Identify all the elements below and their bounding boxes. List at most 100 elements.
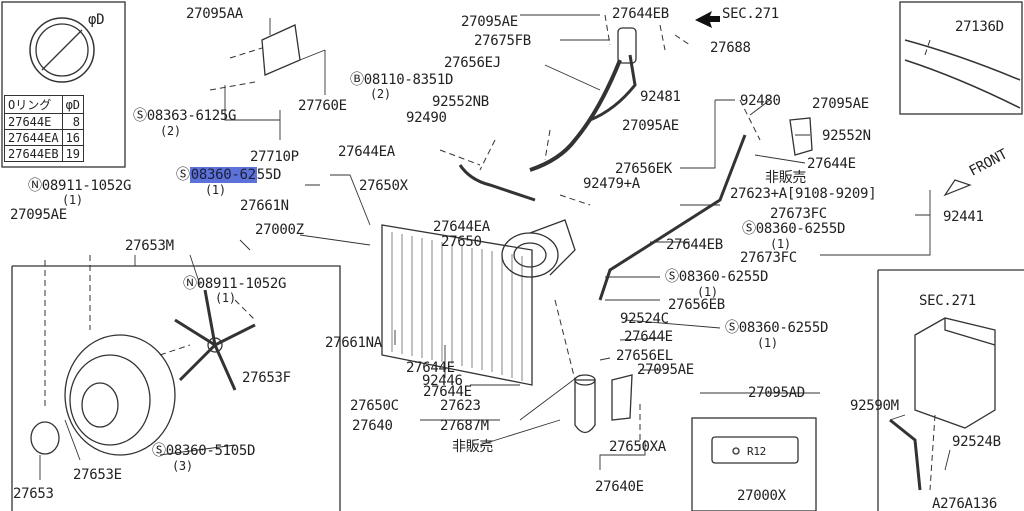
- diameter-label: φD: [88, 12, 105, 28]
- high-pressure-pipe: [598, 134, 747, 301]
- fan-blades: [174, 289, 256, 391]
- oring-size-table: Oリング φD 27644E 8 27644EA 16 27644EB 19: [4, 95, 85, 162]
- screw-s-icon: Ⓢ: [133, 108, 147, 124]
- part-label[interactable]: 92524C: [620, 311, 669, 327]
- table-row: 27644EB 19: [4, 145, 85, 162]
- nut-label[interactable]: Ⓝ08911-1052G: [183, 276, 286, 292]
- bracket: [261, 24, 301, 76]
- part-label[interactable]: 27095AE: [637, 362, 694, 378]
- part-label[interactable]: 92479+A: [583, 176, 640, 192]
- screw-label[interactable]: Ⓢ08363-6125G: [133, 108, 236, 124]
- part-label[interactable]: 27656EJ: [444, 55, 501, 71]
- part-label[interactable]: 27653F: [242, 370, 291, 386]
- part-label[interactable]: 27095AE: [622, 118, 679, 134]
- part-label[interactable]: 27095AE: [10, 207, 67, 223]
- part-label[interactable]: 27095AE: [461, 14, 518, 30]
- part-label[interactable]: 92480: [740, 93, 781, 109]
- part-label[interactable]: 27644E: [807, 156, 856, 172]
- screw-label[interactable]: Ⓢ08360-5105D: [152, 443, 255, 459]
- qty-label: (1): [697, 285, 718, 299]
- part-label[interactable]: 27673FC: [770, 206, 827, 222]
- r12-label-text: R12: [747, 445, 766, 458]
- section-link[interactable]: SEC.271: [722, 6, 779, 22]
- table-cell: 27644E: [4, 113, 63, 130]
- table-cell: 27644EB: [4, 145, 63, 162]
- screw-label[interactable]: Ⓢ08360-6255D: [742, 221, 845, 237]
- screw-label-highlighted[interactable]: Ⓢ08360-6255D: [176, 167, 281, 183]
- nut-n-icon: Ⓝ: [28, 178, 42, 194]
- section-link[interactable]: SEC.271: [919, 293, 976, 309]
- part-label[interactable]: 27656EB: [668, 297, 725, 313]
- part-label[interactable]: 27623+A[9108-9209]: [730, 186, 877, 202]
- part-label[interactable]: 27653: [13, 486, 54, 502]
- part-label[interactable]: 27661NA: [325, 335, 382, 351]
- part-label[interactable]: 27644E: [423, 384, 472, 400]
- part-label[interactable]: 27687M: [440, 418, 489, 434]
- part-label[interactable]: 27656EK: [615, 161, 672, 177]
- table-cell: 16: [61, 129, 85, 146]
- part-label[interactable]: 27095AD: [748, 385, 805, 401]
- screw-part-number: 08360-6255D: [755, 221, 846, 237]
- part-label[interactable]: 27095AA: [186, 6, 243, 22]
- part-label[interactable]: 27656EL: [616, 348, 673, 364]
- fan-motor: [30, 421, 60, 455]
- part-label[interactable]: 27644EB: [612, 6, 669, 22]
- screw-part-number: 08360-5105D: [165, 443, 256, 459]
- qty-label: (1): [770, 237, 791, 251]
- part-label[interactable]: 27640: [352, 418, 393, 434]
- part-label[interactable]: 92490: [406, 110, 447, 126]
- qty-label: (1): [215, 291, 236, 305]
- screw-label[interactable]: Ⓢ08360-6255D: [665, 269, 768, 285]
- part-label[interactable]: 27644EA: [433, 219, 490, 235]
- part-label[interactable]: 27000X: [737, 488, 786, 504]
- pressure-switch: [617, 27, 637, 64]
- suction-hose: [529, 59, 622, 172]
- part-label[interactable]: 27675FB: [474, 33, 531, 49]
- part-label[interactable]: 27644E: [406, 360, 455, 376]
- part-label[interactable]: 27650XA: [609, 439, 666, 455]
- table-cell: 27644EA: [4, 129, 63, 146]
- table-header: φD: [61, 95, 85, 114]
- qty-label: (3): [172, 459, 193, 473]
- nut-label[interactable]: Ⓝ08911-1052G: [28, 178, 131, 194]
- part-label[interactable]: 27661N: [240, 198, 289, 214]
- bolt-label[interactable]: Ⓑ08110-8351D: [350, 72, 453, 88]
- part-label[interactable]: 92446: [422, 373, 463, 389]
- qty-label: (1): [62, 193, 83, 207]
- part-label[interactable]: 92481: [640, 89, 681, 105]
- part-label[interactable]: 92552N: [822, 128, 871, 144]
- screw-s-icon: Ⓢ: [725, 320, 739, 336]
- part-label[interactable]: 27640E: [595, 479, 644, 495]
- screw-s-icon: Ⓢ: [742, 221, 756, 237]
- part-label[interactable]: 92552NB: [432, 94, 489, 110]
- bolt-part-number: 08110-8351D: [363, 72, 454, 88]
- nut-part-number: 08911-1052G: [196, 276, 287, 292]
- front-arrow: [943, 179, 972, 197]
- part-label[interactable]: 27760E: [298, 98, 347, 114]
- part-label[interactable]: 27095AE: [812, 96, 869, 112]
- part-label[interactable]: 27644E: [624, 329, 673, 345]
- screw-label[interactable]: Ⓢ08360-6255D: [725, 320, 828, 336]
- compressor: [501, 232, 559, 278]
- part-label[interactable]: 27650X: [359, 178, 408, 194]
- part-label[interactable]: 27653E: [73, 467, 122, 483]
- part-label[interactable]: 27650C: [350, 398, 399, 414]
- part-label[interactable]: 92590M: [850, 398, 899, 414]
- nut-part-number: 08911-1052G: [41, 178, 132, 194]
- part-label[interactable]: 27650: [441, 234, 482, 250]
- screw-part-number: 08363-6125G: [146, 108, 237, 124]
- part-label[interactable]: 27673FC: [740, 250, 797, 266]
- screw-s-icon: Ⓢ: [176, 167, 190, 183]
- part-label[interactable]: 27688: [710, 40, 751, 56]
- part-label[interactable]: 92441: [943, 209, 984, 225]
- part-label[interactable]: 27653M: [125, 238, 174, 254]
- part-label[interactable]: 27136D: [955, 19, 1004, 35]
- part-label[interactable]: 92524B: [952, 434, 1001, 450]
- part-label[interactable]: 27623: [440, 398, 481, 414]
- part-label[interactable]: 27710P: [250, 149, 299, 165]
- part-label[interactable]: 27644EA: [338, 144, 395, 160]
- part-label[interactable]: 27000Z: [255, 222, 304, 238]
- screw-s-icon: Ⓢ: [665, 269, 679, 285]
- part-label[interactable]: 27644EB: [666, 237, 723, 253]
